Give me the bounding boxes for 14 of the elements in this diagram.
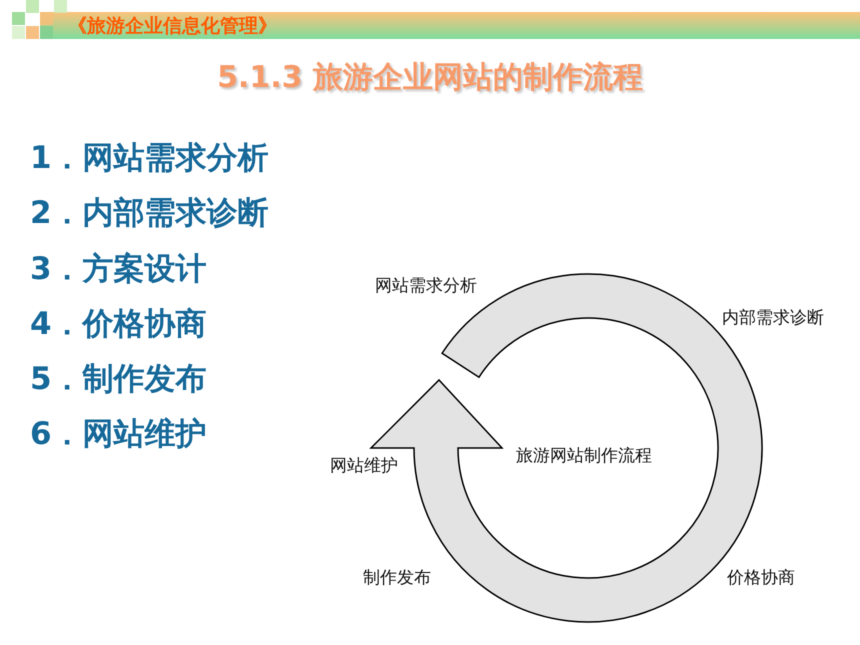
list-item: 4．价格协商 bbox=[30, 305, 207, 344]
list-item: 1．网站需求分析 bbox=[30, 139, 269, 178]
header-text: 《旅游企业信息化管理》 bbox=[68, 14, 277, 39]
list-item: 3．方案设计 bbox=[30, 250, 207, 289]
list-item: 5．制作发布 bbox=[30, 360, 207, 399]
list-item: 2．内部需求诊断 bbox=[30, 194, 269, 233]
step-label: 制作发布 bbox=[363, 567, 431, 589]
list-item: 6．网站维护 bbox=[30, 415, 207, 454]
step-label: 网站需求分析 bbox=[375, 275, 477, 297]
center-label: 旅游网站制作流程 bbox=[516, 445, 652, 467]
slide-title: 5.1.3 旅游企业网站的制作流程 bbox=[216, 59, 644, 97]
step-label: 网站维护 bbox=[330, 455, 398, 477]
step-label: 内部需求诊断 bbox=[722, 307, 824, 329]
step-label: 价格协商 bbox=[727, 567, 795, 589]
